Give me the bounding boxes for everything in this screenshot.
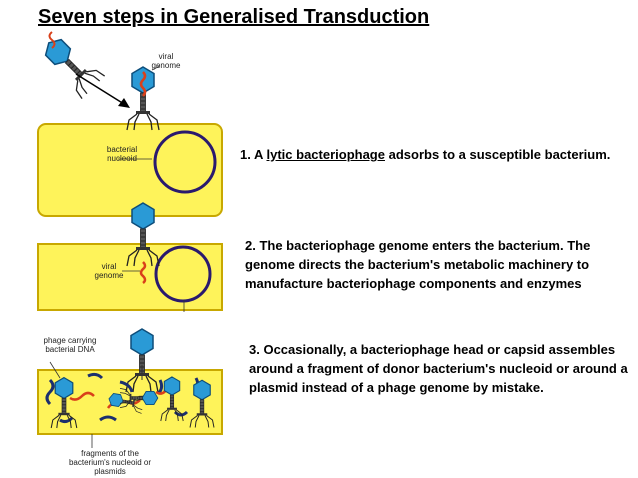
- label-viral-genome-mid: viral genome: [94, 262, 124, 280]
- label-bacterial-nucleoid: bacterial nucleoid: [106, 145, 138, 163]
- step-2-text: 2. The bacteriophage genome enters the b…: [245, 238, 591, 291]
- bacterial-nucleoid-2: [154, 245, 212, 303]
- free-phage: [36, 30, 106, 100]
- bacterial-nucleoid-1: [153, 130, 217, 194]
- page-title: Seven steps in Generalised Transduction: [38, 6, 430, 28]
- label-phage-carrying: phage carrying bacterial DNA: [43, 336, 97, 354]
- bacterium-cell-1: [37, 123, 223, 217]
- step-3-text: 3. Occasionally, a bacteriophage head or…: [249, 342, 628, 395]
- injected-viral-genome: [139, 261, 147, 284]
- lytic-bacteriophage-link[interactable]: lytic bacteriophage: [266, 147, 385, 162]
- label-viral-genome-top: viral genome: [151, 52, 181, 70]
- label-fragments: fragments of the bacterium's nucleoid or…: [68, 449, 151, 476]
- attached-phage: [126, 66, 160, 131]
- motion-arrow: [75, 73, 125, 105]
- step-1-text: 1. A lytic bacteriophage adsorbs to a su…: [240, 147, 611, 162]
